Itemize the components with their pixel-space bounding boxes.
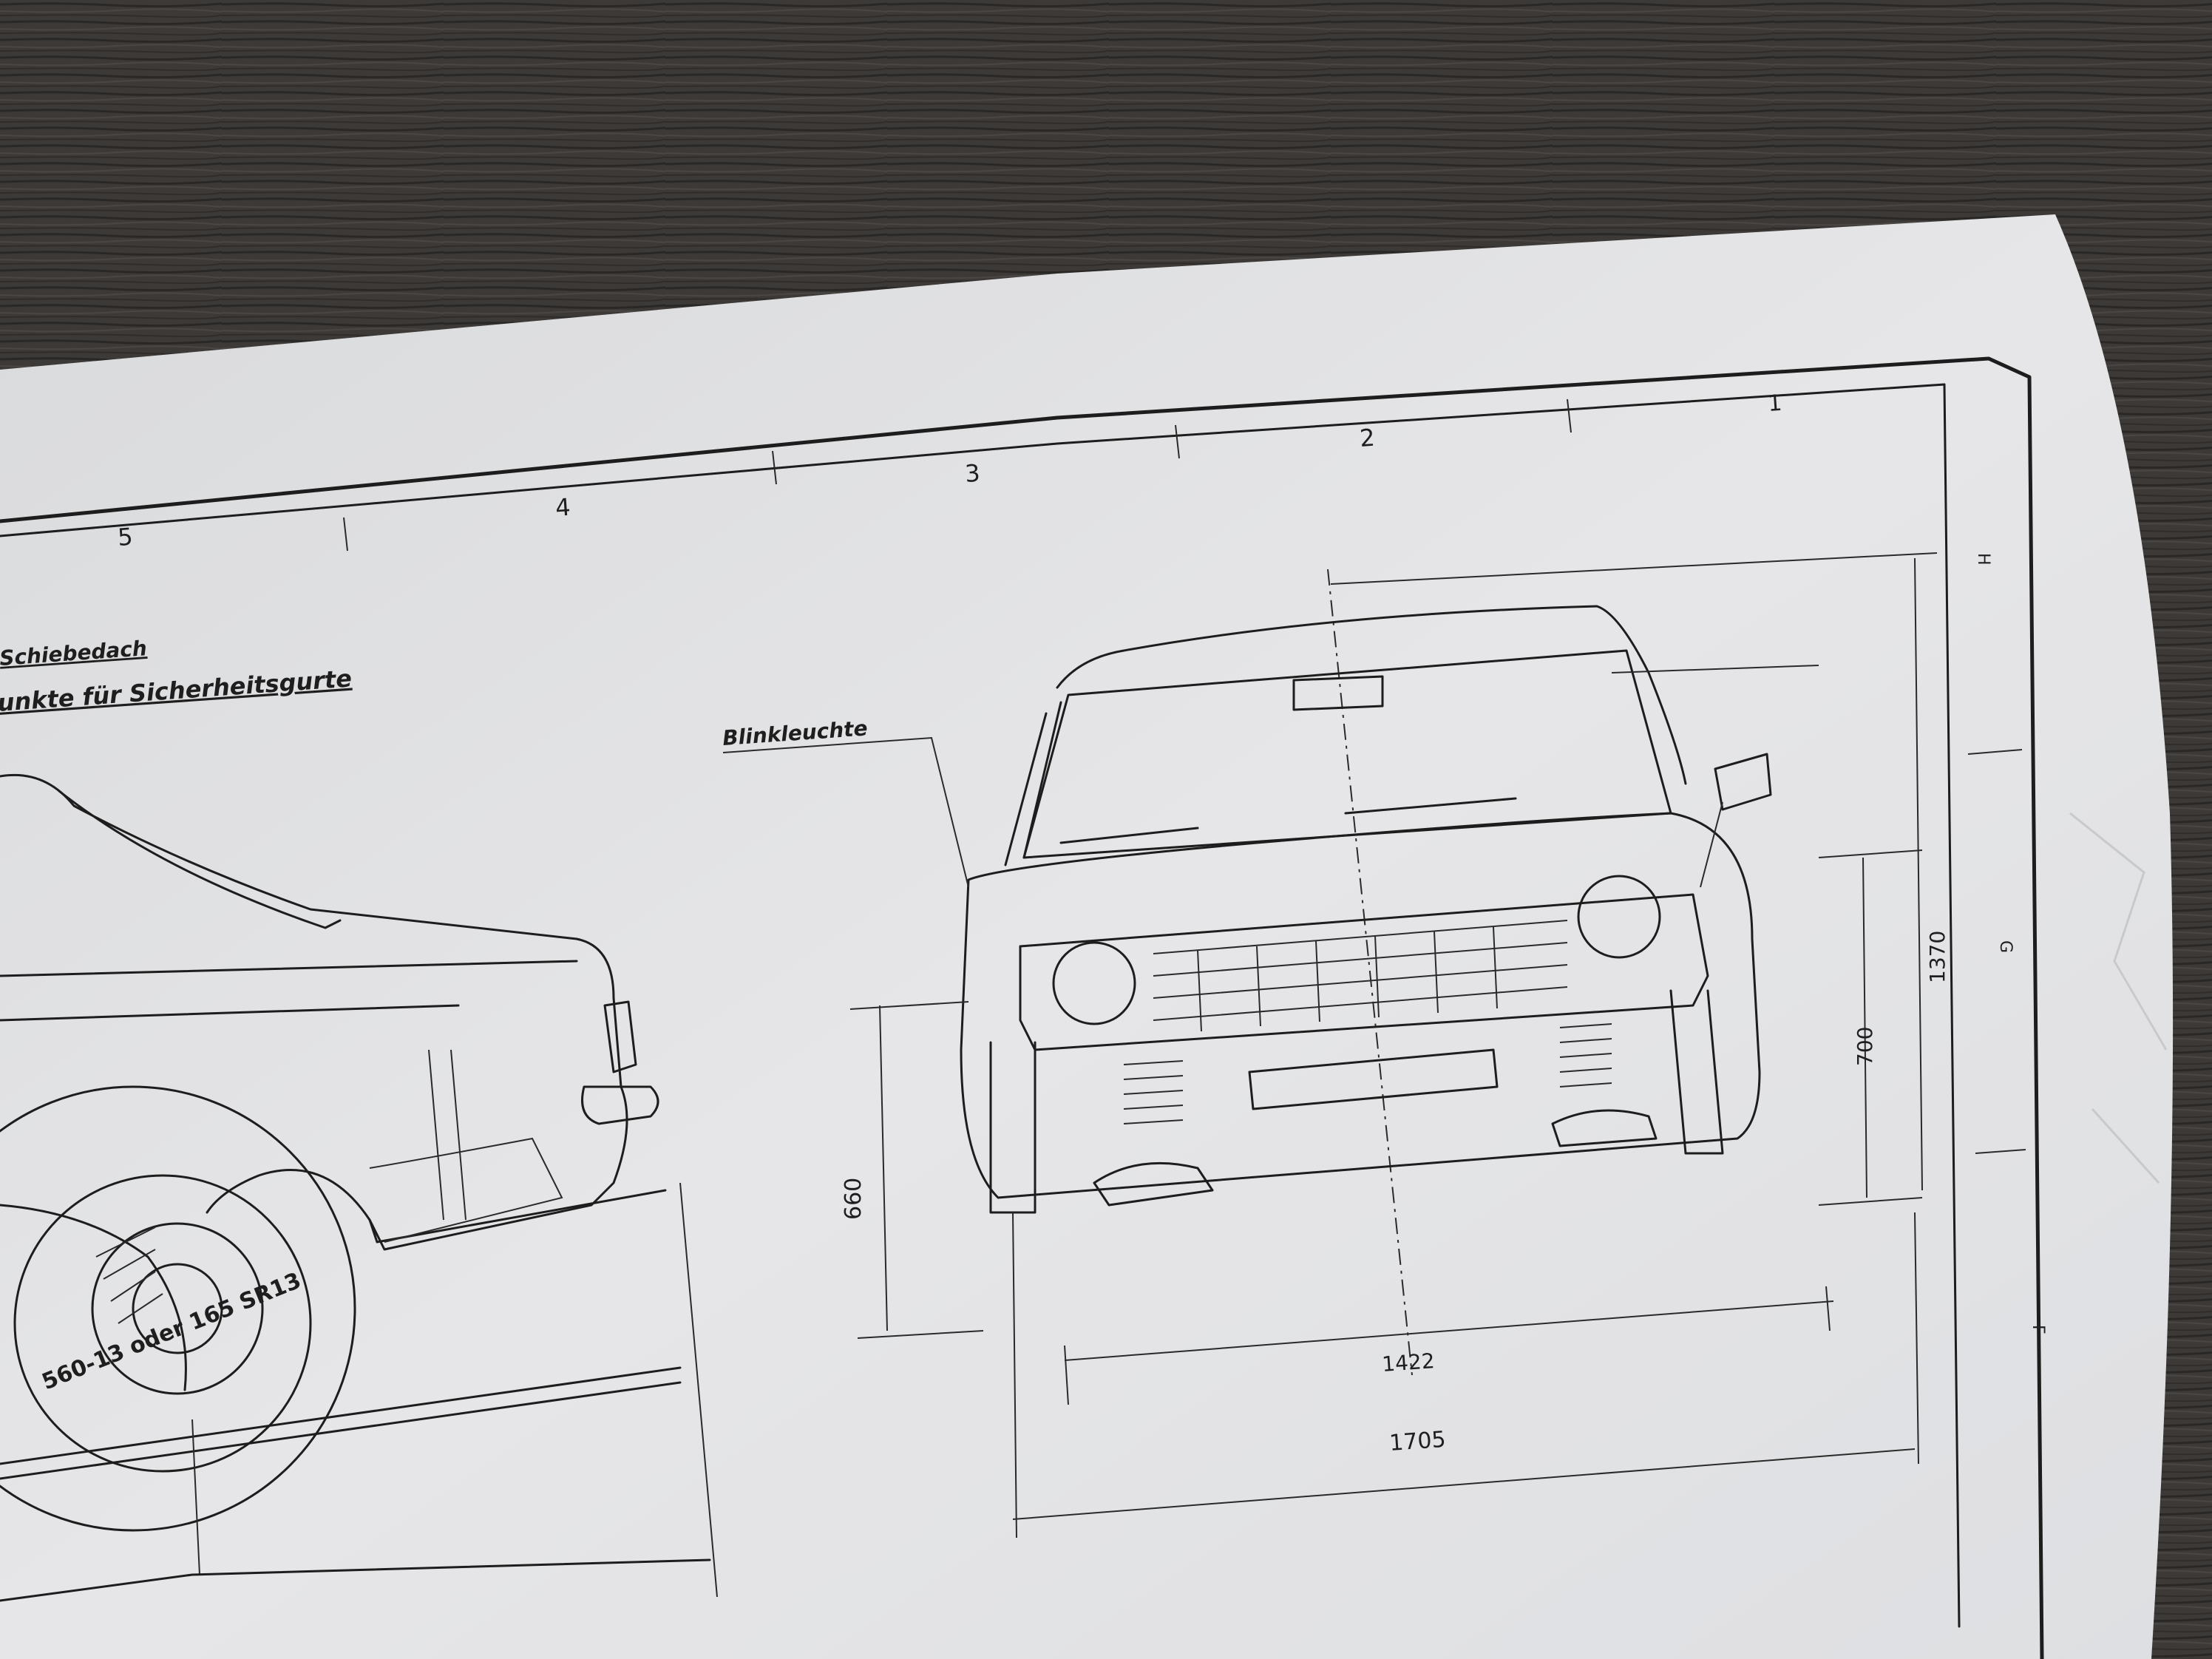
paper-crease [2069,812,2168,1184]
car-front-view [960,569,1772,1376]
grille [1153,920,1568,1032]
dim-lamp-height: 700 [1853,1027,1877,1066]
front-springs [1093,1023,1658,1207]
grid-col-4: 4 [554,493,571,522]
grid-row-h: H [1974,553,1992,566]
dim-overall-width: 1705 [1388,1427,1447,1456]
grid-col-5: 5 [117,523,134,552]
grid-row-f: F [2029,1325,2047,1334]
grid-col-1: 1 [1767,390,1782,417]
grid-col-2: 2 [1359,424,1376,452]
dimension-lines [849,552,1938,1538]
drawing-frame [0,356,2044,1659]
grid-row-g: G [1996,940,2015,953]
dim-lamp-height-side: 660 [841,1178,866,1220]
dim-track-width: 1422 [1381,1348,1435,1377]
turn-signal-leader [722,736,969,888]
paper-sheet [0,214,2174,1659]
dim-overall-height: 1370 [1925,931,1950,983]
grid-col-3: 3 [964,459,981,488]
grid-row-labels: H G F [1974,553,2047,1334]
car-side-view [0,773,718,1602]
grid-column-labels: 1 2 3 4 5 [117,390,1783,552]
